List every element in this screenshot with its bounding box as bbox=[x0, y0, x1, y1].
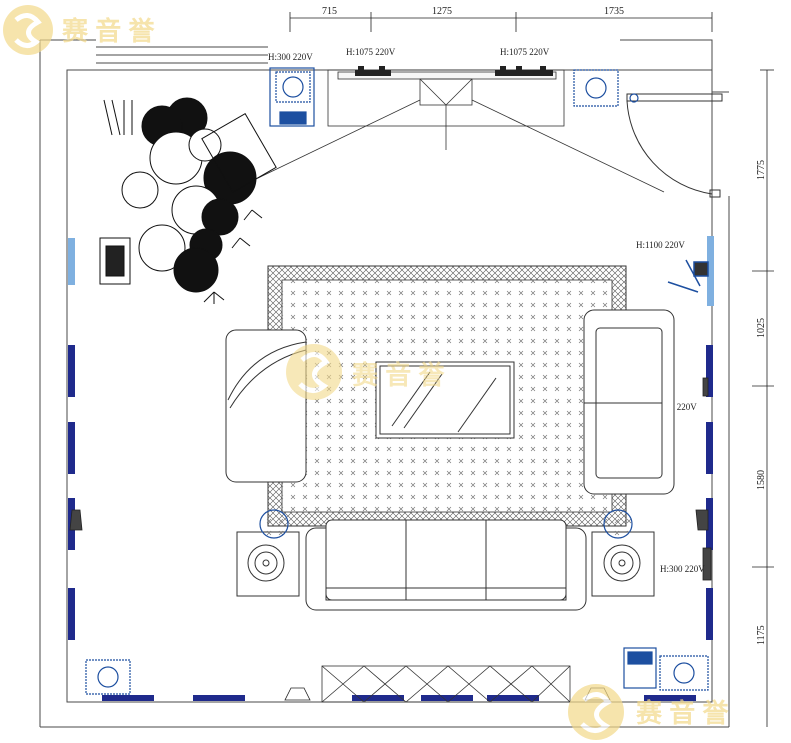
svg-text:赛 音 誉: 赛 音 誉 bbox=[635, 698, 729, 728]
subwoofer-bottom-left bbox=[85, 659, 131, 695]
coffee-table bbox=[375, 361, 515, 439]
outlet-label-top-right: H:1075 220V bbox=[500, 47, 550, 57]
outlet-label-right-upper: H:1100 220V bbox=[636, 240, 685, 250]
dimension-right-3: 1580 bbox=[756, 470, 767, 490]
sofa-main bbox=[305, 519, 587, 611]
watermark-logo-bottom-right: 赛 音 誉 bbox=[568, 684, 729, 740]
speaker-stand-right bbox=[667, 259, 709, 293]
side-table-left bbox=[236, 531, 300, 597]
outlet-label-top-left: H:1075 220V bbox=[346, 47, 396, 57]
side-table-right bbox=[591, 531, 655, 597]
outlet-label-left-top: H:300 220V bbox=[268, 52, 313, 62]
dimension-top-1: 715 bbox=[322, 6, 337, 17]
outlet-label-right-mid: H:300 220V bbox=[652, 402, 697, 412]
watermark-logo-center: 赛 音 誉 bbox=[286, 344, 445, 400]
front-speaker-left bbox=[355, 66, 391, 76]
tv-cabinet bbox=[257, 69, 665, 193]
area-rug bbox=[267, 265, 627, 527]
subwoofer-bottom-right bbox=[623, 647, 709, 691]
outlet-label-right-low: H:300 220V bbox=[660, 564, 705, 574]
dimension-top-2: 1275 bbox=[432, 6, 452, 17]
right-dimension-line bbox=[752, 69, 774, 727]
subwoofer-top-right bbox=[573, 69, 639, 107]
sofa-right bbox=[583, 309, 675, 495]
dimension-top-3: 1735 bbox=[604, 6, 624, 17]
acoustic-panels bbox=[68, 236, 714, 701]
front-speaker-right bbox=[495, 66, 553, 76]
svg-text:赛 音 誉: 赛 音 誉 bbox=[351, 360, 445, 390]
bottom-console bbox=[321, 665, 571, 703]
lounge-chair bbox=[225, 329, 307, 483]
watermark-logo-top-left: 赛 音 誉 bbox=[3, 5, 155, 55]
dimension-right-4: 1175 bbox=[756, 625, 767, 645]
dimension-right-2: 1025 bbox=[756, 318, 767, 338]
dimension-right-1: 1775 bbox=[756, 160, 767, 180]
top-dimension-line bbox=[289, 12, 713, 32]
bass-traps bbox=[259, 509, 633, 539]
svg-text:赛 音 誉: 赛 音 誉 bbox=[61, 16, 155, 46]
drum-kit bbox=[103, 97, 277, 304]
drum-seat bbox=[99, 237, 131, 285]
door bbox=[626, 93, 723, 198]
subwoofer-top-left bbox=[269, 67, 315, 127]
